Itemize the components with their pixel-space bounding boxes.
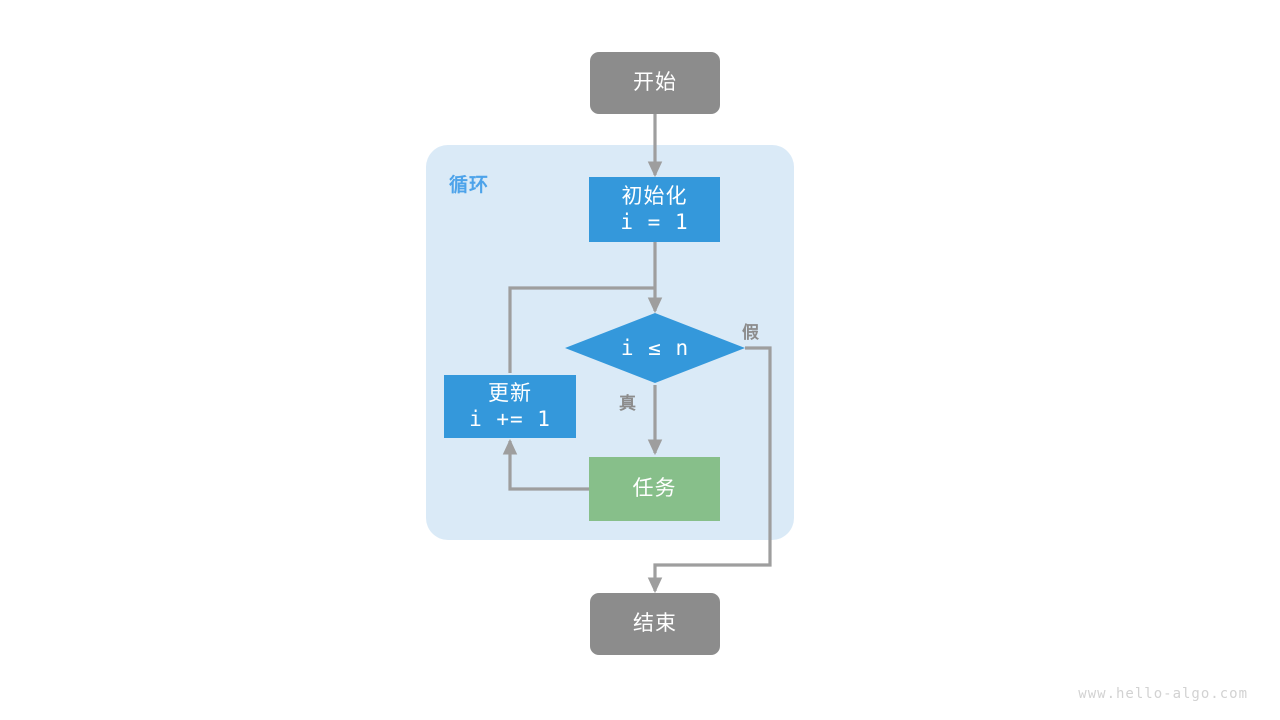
node-start[interactable] bbox=[590, 52, 720, 114]
node-end[interactable] bbox=[590, 593, 720, 655]
node-task[interactable] bbox=[589, 457, 720, 521]
watermark: www.hello-algo.com bbox=[1078, 686, 1248, 702]
node-update[interactable] bbox=[444, 375, 576, 438]
node-init[interactable] bbox=[589, 177, 720, 242]
node-condition[interactable] bbox=[565, 313, 745, 383]
edge-task-to-update bbox=[502, 438, 589, 491]
edge-update-to-condition bbox=[508, 286, 655, 373]
edge-condition-false-to-end bbox=[647, 346, 772, 594]
